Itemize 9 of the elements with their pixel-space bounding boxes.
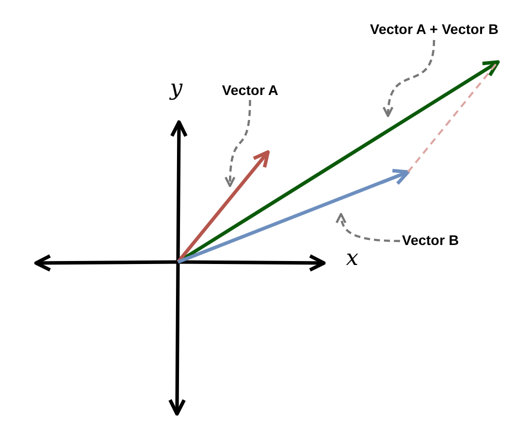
leader-line [224, 100, 252, 188]
vector-label: Vector A [222, 82, 278, 98]
vector-label: Vector B [402, 232, 459, 248]
leader-line [383, 40, 436, 118]
dashed-line [407, 63, 497, 173]
leader-line [336, 212, 400, 242]
axis-label: x [346, 246, 358, 271]
vector-label: Vector A + Vector B [370, 21, 499, 37]
axis-label: y [170, 76, 182, 101]
